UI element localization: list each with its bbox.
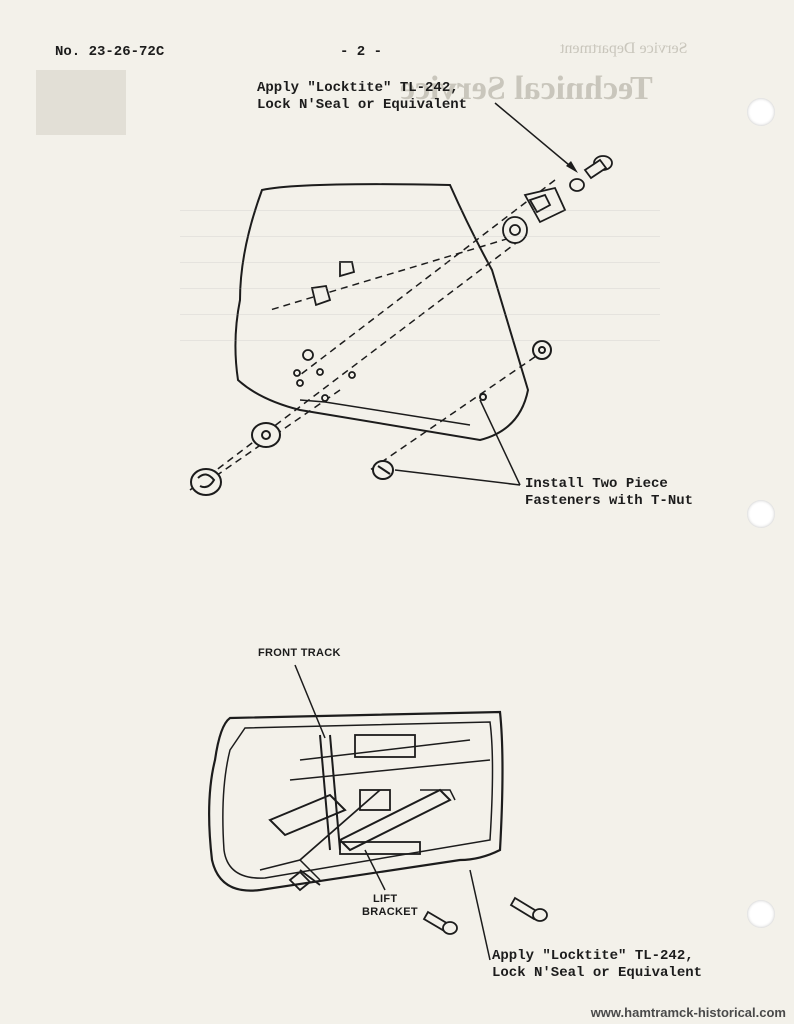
callout-middle-line-2: Fasteners with T-Nut xyxy=(525,493,694,509)
leader-lift-bracket xyxy=(364,849,386,891)
glass-hole-6 xyxy=(321,394,329,402)
dashed-line-a xyxy=(299,179,556,376)
bleed-logo-block xyxy=(36,70,126,135)
glass-hole-3 xyxy=(316,368,324,376)
glass-hole-1 xyxy=(302,349,314,361)
punch-hole-middle xyxy=(747,500,775,528)
dashed-line-b xyxy=(189,239,521,491)
label-lift: LIFT xyxy=(373,893,398,905)
door-inner-panel xyxy=(208,710,504,892)
callout-bottom-line-1: Apply "Locktite" TL-242, xyxy=(492,948,694,964)
leader-top xyxy=(494,102,576,171)
fastener-nut-left xyxy=(190,468,222,496)
stud-upper xyxy=(339,261,356,278)
screw-shank-top xyxy=(583,158,608,180)
dashed-line-upper xyxy=(269,234,521,311)
watermark-text: www.hamtramck-historical.com xyxy=(590,1005,786,1020)
callout-top-line-1: Apply "Locktite" TL-242, xyxy=(257,80,459,96)
glass-hole-2 xyxy=(293,369,301,377)
lock-washer-top xyxy=(569,178,585,192)
leader-middle-1 xyxy=(394,469,521,486)
stud-lower xyxy=(310,284,332,307)
punch-hole-bottom xyxy=(747,900,775,928)
callout-top-line-2: Lock N'Seal or Equivalent xyxy=(257,97,468,113)
glass-hole-4 xyxy=(348,371,356,379)
lift-bracket xyxy=(339,841,421,855)
glass-hole-5 xyxy=(296,379,304,387)
leader-front-track xyxy=(294,664,326,739)
leader-top-arrowhead xyxy=(566,161,578,173)
clip-bracket xyxy=(523,186,567,224)
page-number: - 2 - xyxy=(340,44,383,60)
bleed-text-block xyxy=(180,195,660,615)
punch-hole-top xyxy=(747,98,775,126)
document-number: No. 23-26-72C xyxy=(55,44,165,60)
window-glass-outline xyxy=(234,183,530,442)
dashed-line-c xyxy=(209,389,341,481)
leader-middle-2 xyxy=(479,399,521,486)
glass-hole-right xyxy=(479,393,487,401)
access-hole xyxy=(354,734,416,758)
label-front-track: FRONT TRACK xyxy=(258,647,341,659)
label-bracket: BRACKET xyxy=(362,906,418,918)
leader-bottom xyxy=(469,869,491,961)
callout-bottom-line-2: Lock N'Seal or Equivalent xyxy=(492,965,703,981)
callout-middle-line-1: Install Two Piece xyxy=(525,476,668,492)
